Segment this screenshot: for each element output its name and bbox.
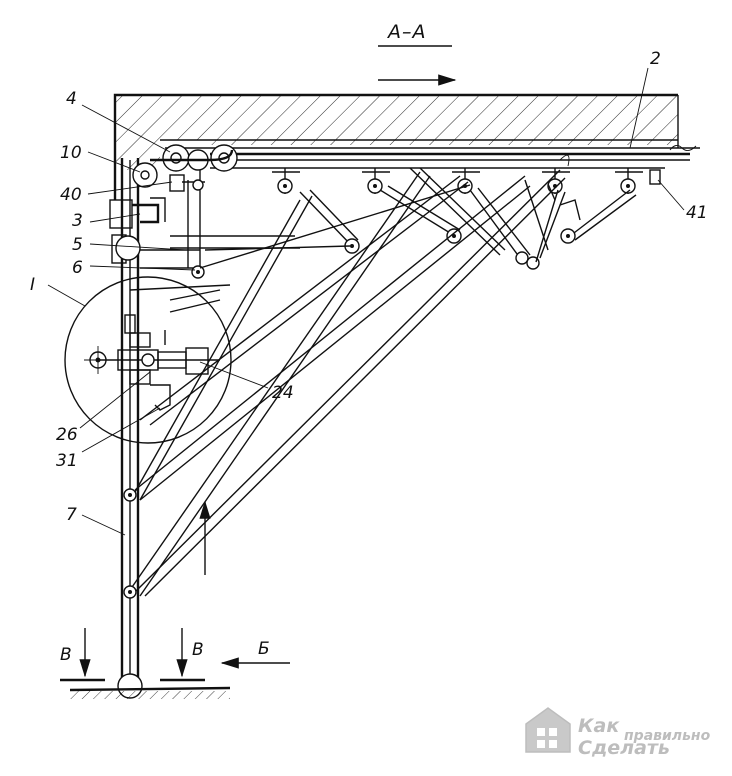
- section-markers: [79, 628, 290, 678]
- hanger-4: [542, 168, 570, 194]
- watermark: Как правильно Сделать: [525, 707, 711, 759]
- diagonal-rods: [123, 169, 566, 599]
- hanger-3: [452, 168, 480, 194]
- leader-6: [89, 265, 196, 271]
- leader-10: [87, 151, 141, 173]
- leader-7: [81, 514, 126, 536]
- label-section-right: В: [192, 640, 204, 660]
- label-31: 31: [56, 451, 78, 471]
- label-2: 2: [650, 49, 661, 69]
- leader-31: [81, 407, 161, 453]
- ceiling-lintel: [113, 93, 679, 200]
- hanger-2: [362, 168, 390, 194]
- house-logo-icon: [525, 707, 571, 753]
- leader-41: [657, 179, 685, 211]
- label-41: 41: [686, 203, 708, 223]
- leader-3: [89, 213, 141, 223]
- leader-I: [47, 284, 86, 307]
- ceiling-hangers: [272, 168, 661, 194]
- label-5: 5: [72, 235, 83, 255]
- leader-4: [81, 104, 171, 153]
- label-view-be: Б: [258, 639, 270, 659]
- label-6: 6: [72, 258, 83, 278]
- part-labels: 2 4 10 40 3 5 6 I 24 26 31 7 41 В В Б: [30, 49, 708, 665]
- leader-5: [89, 243, 186, 251]
- label-10: 10: [60, 143, 82, 163]
- hanger-5: [615, 168, 643, 194]
- detail-circle-I: [64, 276, 232, 444]
- label-26: 26: [56, 425, 78, 445]
- bracket-41: [649, 169, 661, 185]
- label-40: 40: [60, 185, 82, 205]
- top-guide-rail: [165, 145, 700, 169]
- hanger-1: [272, 168, 300, 194]
- top-roller-cluster: [115, 144, 238, 279]
- floor-base: [60, 673, 231, 699]
- label-section-left: В: [60, 645, 72, 665]
- leader-24: [199, 361, 269, 389]
- leader-lines: [47, 67, 685, 536]
- label-I: I: [30, 275, 35, 295]
- leader-26: [79, 371, 151, 429]
- door-frame: [109, 158, 300, 690]
- label-3: 3: [72, 211, 83, 231]
- label-24: 24: [272, 383, 294, 403]
- section-title-group: А–А: [378, 21, 452, 47]
- leader-40: [87, 181, 173, 195]
- section-title: А–А: [386, 21, 427, 43]
- watermark-line2: правильно: [624, 728, 711, 744]
- label-7: 7: [66, 505, 77, 525]
- leader-2: [629, 67, 649, 149]
- watermark-line3: Сделать: [578, 737, 670, 759]
- watermark-line1: Как: [578, 715, 620, 737]
- label-4: 4: [66, 89, 77, 109]
